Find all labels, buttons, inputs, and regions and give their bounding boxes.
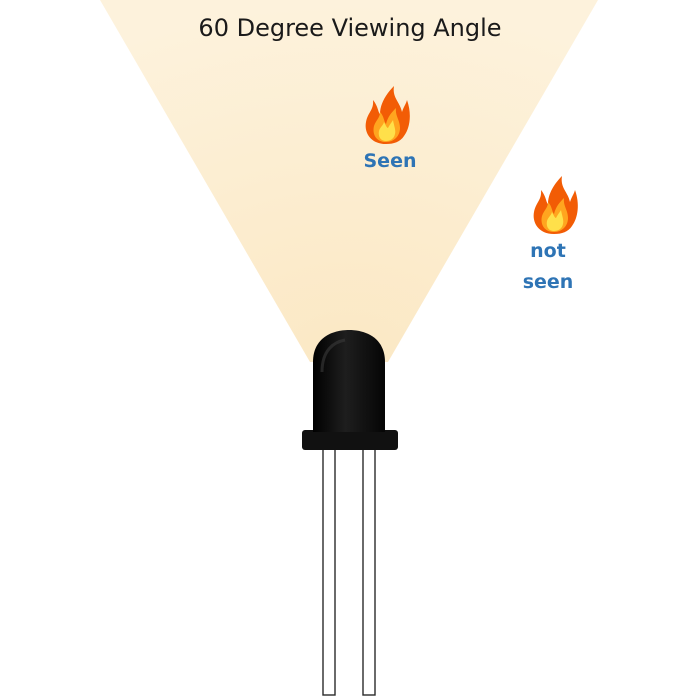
sensor-flange — [302, 430, 398, 450]
sensor-dome — [313, 330, 385, 432]
sensor-leg-right — [362, 446, 376, 696]
sensor-leg-left — [322, 446, 336, 696]
viewing-cone — [100, 0, 598, 362]
sensor-dome-highlight — [320, 338, 346, 373]
seen-label: Seen — [363, 150, 417, 172]
diagram-title: 60 Degree Viewing Angle — [198, 14, 502, 42]
not-seen-label-line1: not — [530, 240, 566, 262]
fire-icon — [365, 86, 410, 144]
fire-icon — [533, 176, 578, 234]
not-seen-label-line2: seen — [522, 271, 574, 293]
sensor-legs — [322, 446, 376, 696]
